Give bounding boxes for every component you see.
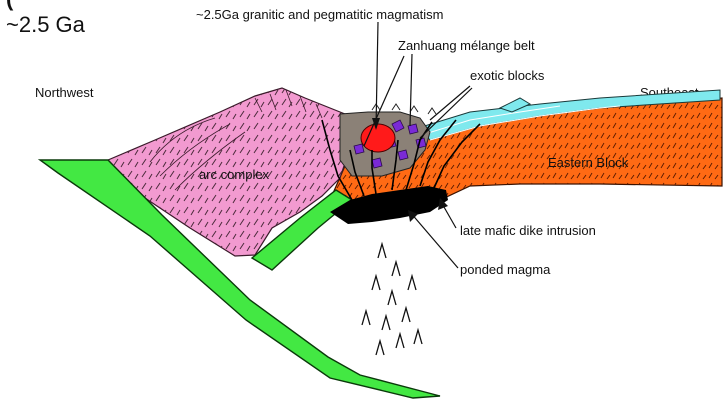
- label-arc-complex: arc complex: [199, 167, 270, 182]
- granitic-pluton: [361, 124, 395, 152]
- label-eastern-block: Eastern Block: [548, 155, 629, 170]
- label-mafic-dike: late mafic dike intrusion: [460, 223, 596, 238]
- direction-northwest: Northwest: [35, 85, 94, 100]
- stage-title-fragment: (: [6, 0, 14, 11]
- label-magmatism: ~2.5Ga granitic and pegmatitic magmatism: [196, 7, 443, 22]
- magma-rise-arrows: [362, 244, 422, 355]
- label-exotic-blocks: exotic blocks: [470, 68, 545, 83]
- stage-age: ~2.5 Ga: [6, 12, 86, 37]
- label-ponded-magma: ponded magma: [460, 262, 551, 277]
- label-melange-belt: Zanhuang mélange belt: [398, 38, 535, 53]
